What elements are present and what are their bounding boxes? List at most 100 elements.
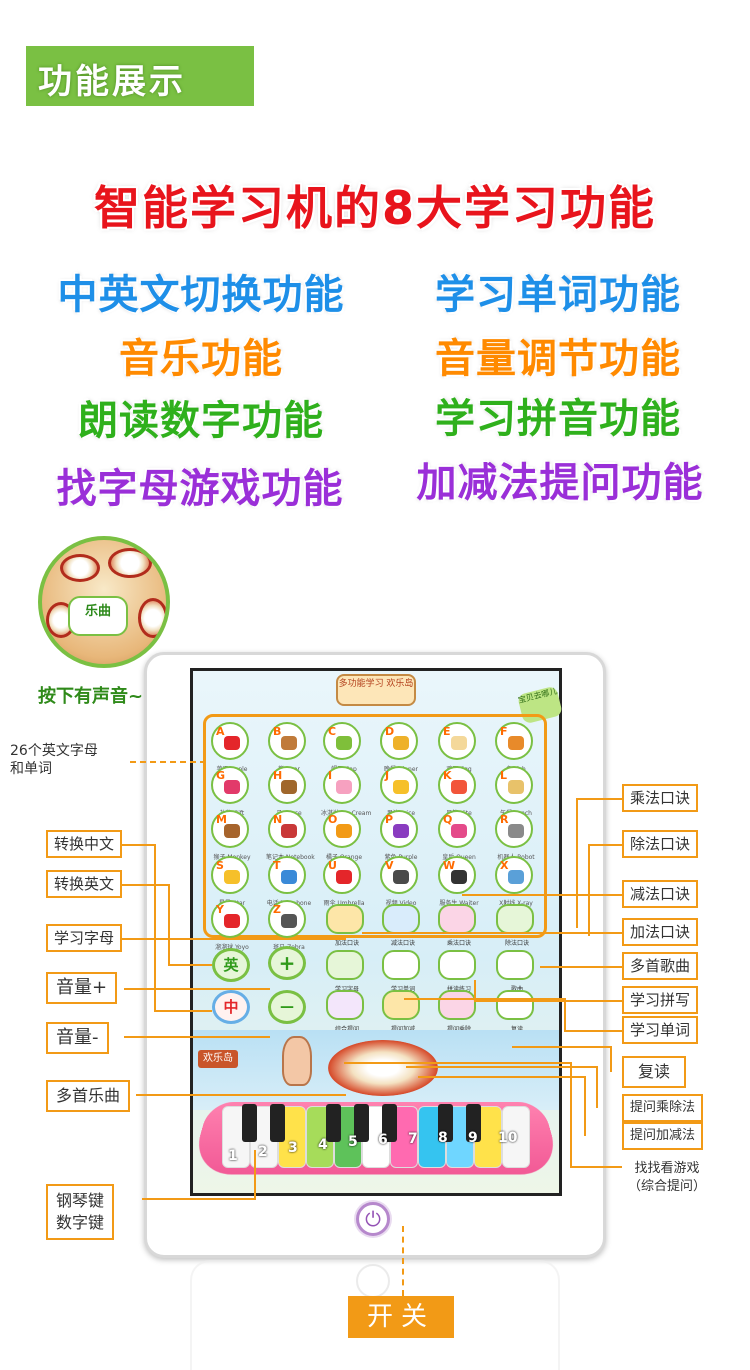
- english-button[interactable]: 英: [212, 948, 250, 982]
- function-button-5[interactable]: 学习单词: [382, 950, 420, 993]
- letter-button-p[interactable]: P紫色 Purple: [380, 810, 418, 861]
- letter-glyph: Q: [443, 813, 453, 826]
- callout-letters: 26个英文字母 和单词: [10, 742, 98, 778]
- power-button[interactable]: ⏻: [356, 1202, 390, 1236]
- function-button-4[interactable]: 学习字母: [326, 950, 364, 993]
- letter-glyph: V: [385, 859, 394, 872]
- piano-black-key[interactable]: [466, 1104, 481, 1142]
- leader-letters: [130, 761, 206, 763]
- letter-button-o[interactable]: O橘子 Orange: [323, 810, 362, 861]
- piano-key[interactable]: [502, 1106, 530, 1168]
- leader-divide: [588, 844, 622, 846]
- letter-picture-icon: [224, 736, 240, 750]
- piano-key-number: 9: [468, 1130, 478, 1146]
- volume-up-button[interactable]: +: [268, 946, 306, 980]
- callout-pinyin: 学习拼写: [622, 986, 699, 1014]
- piano-black-key[interactable]: [382, 1104, 397, 1142]
- leader-multiply-v: [576, 798, 578, 928]
- function-button-10[interactable]: 提问乘除: [438, 990, 476, 1033]
- letter-picture-icon: [281, 736, 297, 750]
- letter-picture-icon: [336, 736, 352, 750]
- letter-button-j[interactable]: J果汁 Juice: [380, 766, 418, 817]
- letter-button-g[interactable]: G礼物 Gift: [211, 766, 249, 817]
- letter-button-l[interactable]: L午餐 Lunch: [495, 766, 533, 817]
- volume-down-button[interactable]: —: [268, 990, 306, 1024]
- letter-button-e[interactable]: E鸡蛋 Egg: [438, 722, 476, 773]
- piano-black-key[interactable]: [354, 1104, 369, 1142]
- letter-button-i[interactable]: I冰淇淋 Ice Cream: [321, 766, 371, 817]
- function-button-1[interactable]: 减法口诀: [382, 904, 420, 947]
- letter-word: 雨伞 Umbrella: [323, 900, 365, 907]
- feature-7: 找字母游戏功能: [56, 466, 344, 512]
- drum-set[interactable]: [328, 1040, 438, 1096]
- function-button-label: 学习字母: [320, 984, 374, 993]
- callout-subtract: 减法口诀: [622, 880, 699, 908]
- letter-word: 服务生 Waiter: [439, 900, 479, 907]
- function-button-7[interactable]: 歌曲: [496, 950, 534, 993]
- function-button-2[interactable]: 乘法口诀: [438, 904, 476, 947]
- letter-button-x[interactable]: XX射线 X-ray: [495, 856, 533, 907]
- function-button-6[interactable]: 拼读练习: [438, 950, 476, 993]
- leader-to-chinese-v: [154, 844, 156, 1012]
- letter-button-k[interactable]: K风筝 Kite: [438, 766, 476, 817]
- letter-picture-icon: [224, 824, 240, 838]
- letter-button-y[interactable]: Y溜溜球 Yoyo: [211, 900, 249, 951]
- leader-multiply: [576, 798, 622, 800]
- callout-piano: 钢琴键 数字键: [46, 1184, 115, 1240]
- leader-divide-v: [588, 844, 590, 936]
- letter-button-a[interactable]: A苹果 Apple: [211, 722, 249, 773]
- feature-2: 学习单词功能: [435, 272, 681, 318]
- letter-button-c[interactable]: C帽子 Cap: [323, 722, 361, 773]
- letter-picture-icon: [281, 780, 297, 794]
- function-button-label: 学习单词: [376, 984, 430, 993]
- leader-to-english-v: [168, 884, 170, 966]
- letter-glyph: T: [273, 859, 281, 872]
- letter-button-v[interactable]: V视频 Video: [380, 856, 418, 907]
- letter-button-b[interactable]: B熊 Bear: [268, 722, 306, 773]
- chinese-button[interactable]: 中: [212, 990, 250, 1024]
- letter-picture-icon: [393, 780, 409, 794]
- callout-volume-up: 音量+: [46, 972, 118, 1004]
- letter-button-f[interactable]: F鱼 Fish: [495, 722, 533, 773]
- letter-glyph: G: [216, 769, 226, 782]
- letter-glyph: B: [273, 725, 282, 738]
- piano-black-key[interactable]: [326, 1104, 341, 1142]
- callout-volume-down: 音量-: [46, 1022, 109, 1054]
- letter-picture-icon: [224, 780, 240, 794]
- letter-button-q[interactable]: Q皇后 Queen: [438, 810, 476, 861]
- leader-game-h: [570, 1166, 622, 1168]
- function-button-11[interactable]: 复读: [496, 990, 534, 1033]
- function-button-9[interactable]: 提问加减: [382, 990, 420, 1033]
- letter-button-u[interactable]: U雨伞 Umbrella: [323, 856, 365, 907]
- piano-black-key[interactable]: [242, 1104, 257, 1142]
- callout-to-english: 转换英文: [46, 870, 123, 898]
- function-button-3[interactable]: 除法口诀: [496, 904, 534, 947]
- feature-5: 朗读数字功能: [78, 398, 324, 444]
- letter-button-r[interactable]: R机器人 Robot: [495, 810, 535, 861]
- letter-button-d[interactable]: D晚餐 Dinner: [380, 722, 418, 773]
- piano-key-number: 4: [318, 1137, 328, 1153]
- letter-picture-icon: [508, 824, 524, 838]
- letter-picture-icon: [393, 824, 409, 838]
- letter-button-t[interactable]: T电话 Telephone: [267, 856, 311, 907]
- letter-button-m[interactable]: M猴子 Monkey: [211, 810, 251, 861]
- leader-subtract: [462, 894, 622, 896]
- leader-songs: [136, 1094, 346, 1096]
- letter-button-w[interactable]: W服务生 Waiter: [438, 856, 479, 907]
- leader-game: [344, 1062, 570, 1064]
- piano-black-key[interactable]: [438, 1104, 453, 1142]
- function-button-8[interactable]: 综合提问: [326, 990, 364, 1033]
- callout-learn-letters: 学习字母: [46, 924, 123, 952]
- section-tag-label: 功能展示: [38, 62, 186, 102]
- letter-button-z[interactable]: Z斑马 Zebra: [268, 900, 306, 951]
- letter-picture-icon: [451, 870, 467, 884]
- function-button-0[interactable]: 加法口诀: [326, 904, 364, 947]
- tablet-reflection: [190, 1260, 560, 1370]
- leader-words-h: [564, 1030, 622, 1032]
- letter-button-s[interactable]: S星星 Star: [211, 856, 249, 907]
- letter-button-h[interactable]: H马 Horse: [268, 766, 306, 817]
- piano-black-key[interactable]: [270, 1104, 285, 1142]
- function-button-label: 提问加减: [376, 1024, 430, 1033]
- callout-words: 学习单词: [622, 1016, 699, 1044]
